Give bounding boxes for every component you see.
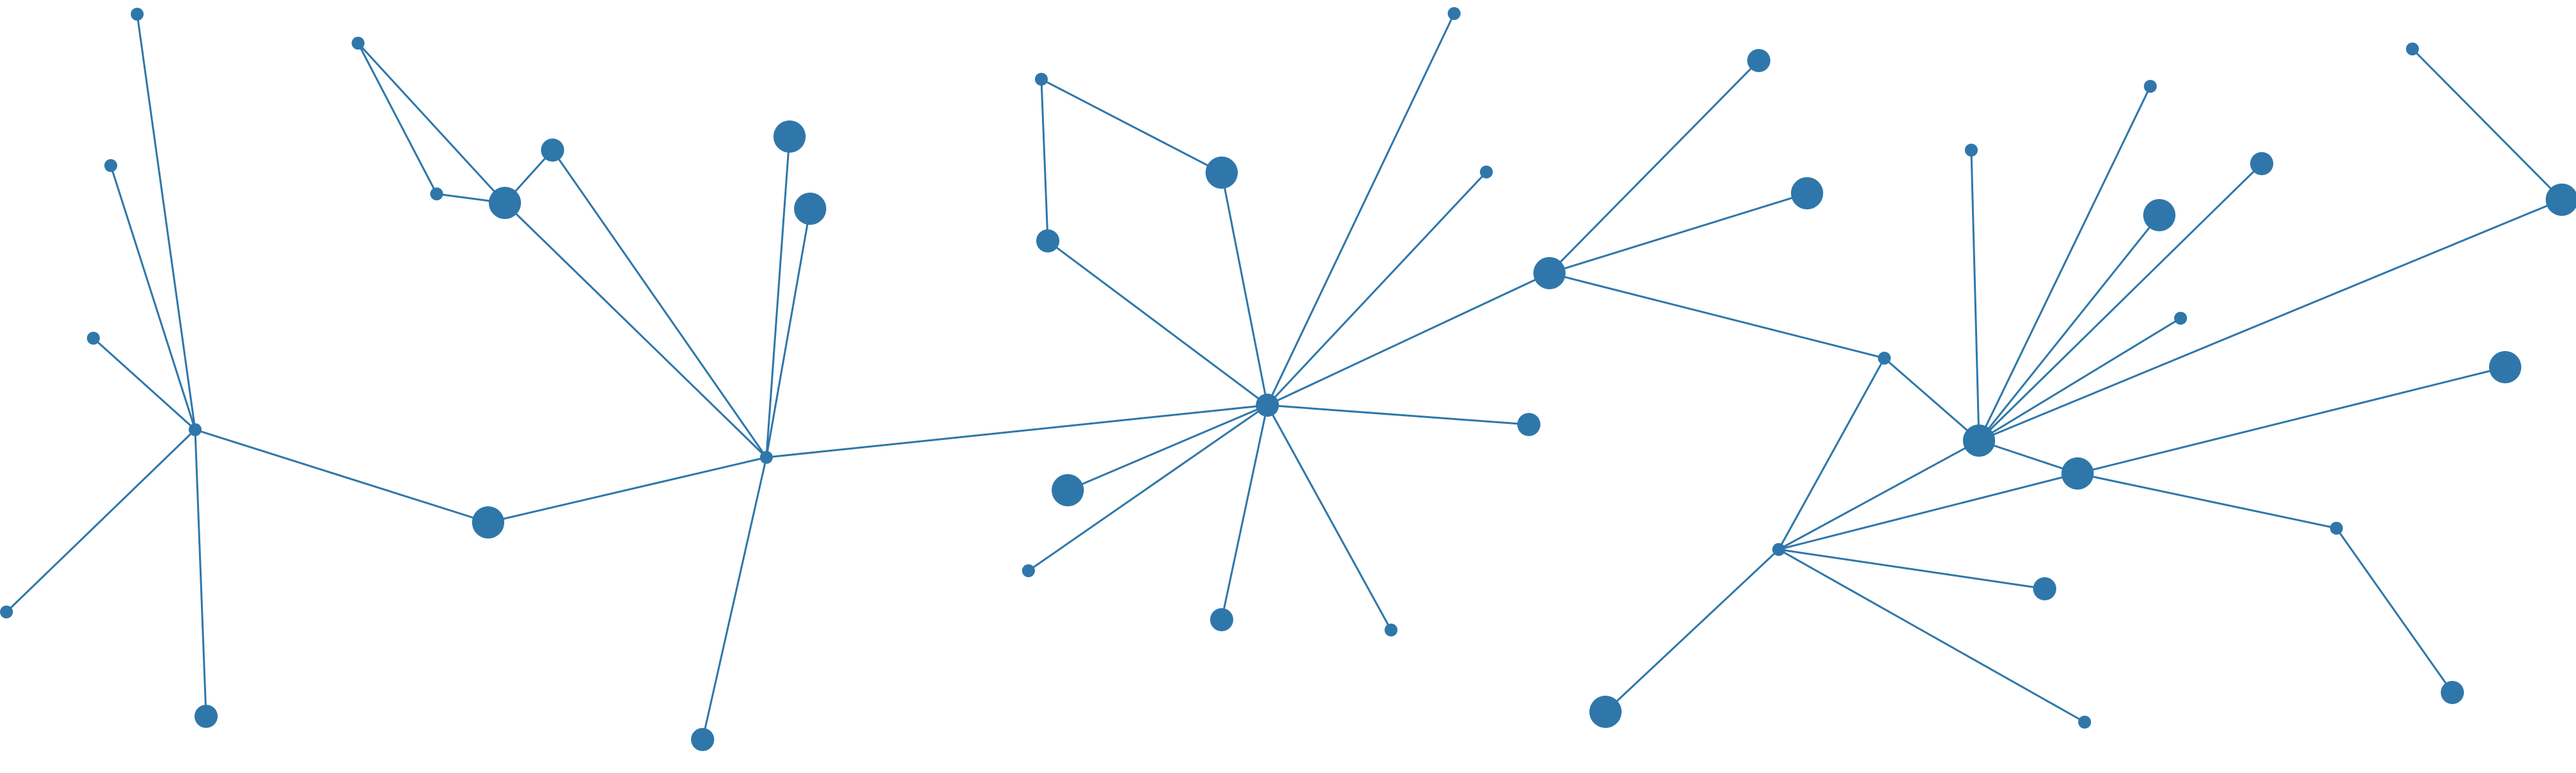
edge-C-C5 — [1266, 171, 1488, 406]
edge-A-A4 — [5, 428, 196, 613]
edge-B-B6 — [765, 208, 811, 458]
edge-C-C6 — [1267, 404, 1530, 426]
edge-E-E2 — [1978, 86, 2152, 441]
edges-layer — [5, 13, 2563, 740]
edge-C-C2 — [1266, 13, 1455, 406]
node-B — [760, 451, 773, 464]
node-F2 — [2330, 522, 2343, 535]
node-B1 — [489, 187, 521, 219]
edge-B3-B4 — [357, 43, 438, 195]
node-E3 — [2143, 199, 2175, 231]
node-F3 — [2441, 681, 2464, 704]
edge-F2-F3 — [2335, 528, 2454, 693]
node-C11 — [1256, 394, 1279, 417]
node-A6 — [472, 506, 504, 539]
edge-D1-D4 — [1549, 272, 1885, 359]
node-H2 — [2546, 184, 2576, 216]
edge-C-C8 — [1028, 404, 1268, 572]
edge-A-A1 — [136, 14, 196, 430]
node-B6 — [794, 193, 826, 225]
node-E — [1963, 425, 1995, 457]
edge-C-C7 — [1067, 404, 1268, 491]
nodes-layer — [0, 7, 2576, 751]
node-B5 — [773, 120, 806, 153]
node-C1 — [1206, 157, 1238, 189]
edge-B-A6 — [488, 456, 767, 524]
edge-E-E6 — [1978, 198, 2562, 442]
node-E5 — [2174, 312, 2187, 325]
edge-C-C9 — [1220, 405, 1269, 620]
edge-D4-E — [1884, 357, 1980, 442]
node-H1 — [2406, 43, 2419, 55]
node-D4 — [1878, 352, 1891, 365]
node-A3 — [87, 332, 100, 345]
node-B2 — [541, 138, 564, 162]
node-A5 — [194, 705, 218, 728]
edge-C-C1 — [1220, 172, 1269, 406]
node-C3 — [1035, 73, 1048, 86]
node-C5 — [1480, 166, 1493, 178]
node-D3 — [1791, 177, 1823, 209]
node-E1 — [1965, 144, 1978, 157]
edge-G-G1 — [1604, 548, 1780, 713]
edge-B-B7 — [701, 457, 768, 740]
edge-F-F2 — [2077, 472, 2337, 530]
edge-B-B1 — [504, 202, 768, 459]
edge-C-C4 — [1047, 240, 1268, 406]
node-F1 — [2489, 351, 2521, 383]
edge-G-G3 — [1778, 548, 2085, 723]
edge-E-E4 — [1978, 162, 2263, 442]
node-G3 — [2078, 716, 2091, 729]
node-D1 — [1533, 257, 1566, 289]
edge-A-A2 — [109, 165, 196, 430]
edge-G-F — [1778, 472, 2078, 551]
node-C4 — [1036, 229, 1059, 253]
node-E4 — [2250, 152, 2273, 175]
node-C6 — [1517, 413, 1540, 436]
node-C10 — [1385, 624, 1397, 636]
node-G1 — [1589, 696, 1622, 728]
node-A — [189, 423, 202, 436]
node-G — [1772, 543, 1785, 556]
edge-D4-G — [1777, 358, 1886, 550]
edge-E-E3 — [1978, 215, 2161, 441]
edge-E-E5 — [1978, 317, 2181, 442]
edge-B-C — [766, 404, 1268, 459]
edge-E-F — [1978, 439, 2078, 475]
node-A4 — [0, 606, 13, 618]
node-C9 — [1210, 608, 1233, 631]
edge-F-F1 — [2077, 366, 2506, 475]
node-G2 — [2033, 577, 2056, 600]
edge-E6-H1 — [2411, 48, 2563, 201]
edge-C3-C4 — [1040, 79, 1049, 242]
edge-A-A5 — [194, 429, 207, 717]
edge-C1-C3 — [1041, 78, 1222, 174]
node-C7 — [1052, 474, 1084, 506]
edge-B-B2 — [551, 149, 768, 458]
node-A1 — [131, 8, 144, 21]
edge-A-A3 — [92, 337, 196, 431]
node-E2 — [2144, 80, 2157, 93]
edge-G-G2 — [1778, 548, 2045, 590]
node-B3 — [430, 187, 443, 200]
node-A2 — [104, 159, 117, 172]
edge-A-A6 — [194, 428, 489, 524]
edge-D1-D2 — [1548, 59, 1760, 274]
node-C2 — [1448, 7, 1461, 20]
edge-C-D1 — [1267, 272, 1550, 406]
node-B7 — [691, 728, 714, 751]
node-C8 — [1022, 564, 1035, 577]
edge-E-E1 — [1970, 149, 1980, 441]
node-D2 — [1747, 49, 1770, 72]
node-F — [2061, 457, 2094, 490]
edge-B-B5 — [765, 136, 791, 458]
node-B4 — [352, 37, 365, 50]
edge-B1-B4 — [357, 42, 506, 204]
edge-D1-D3 — [1549, 192, 1808, 274]
edge-E-G — [1778, 439, 1980, 551]
edge-C-C10 — [1266, 405, 1392, 631]
